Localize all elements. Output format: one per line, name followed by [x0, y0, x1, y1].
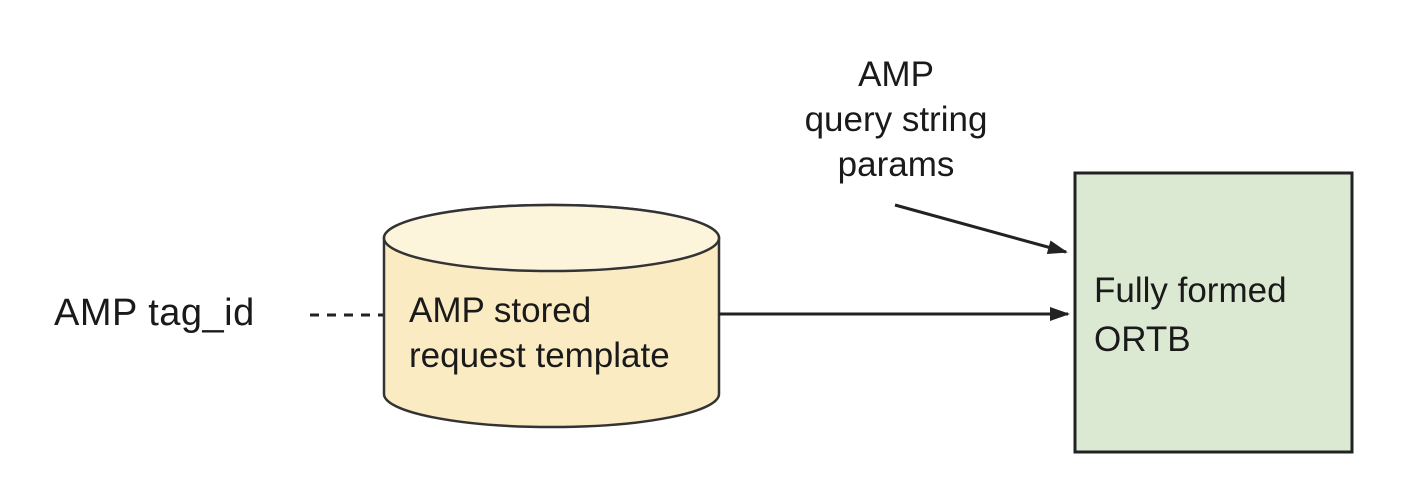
fully-formed-ortb-label: Fully formed ORTB	[1094, 271, 1287, 359]
stored-request-template-label: AMP stored request template	[409, 291, 670, 375]
query-string-params-label: AMP query string params	[804, 55, 988, 184]
amp-tag-id-label: AMP tag_id	[54, 292, 255, 334]
database-cylinder-top	[382, 203, 721, 273]
edge-params-to-ortb	[894, 203, 1068, 254]
ortb-box	[1073, 171, 1354, 454]
